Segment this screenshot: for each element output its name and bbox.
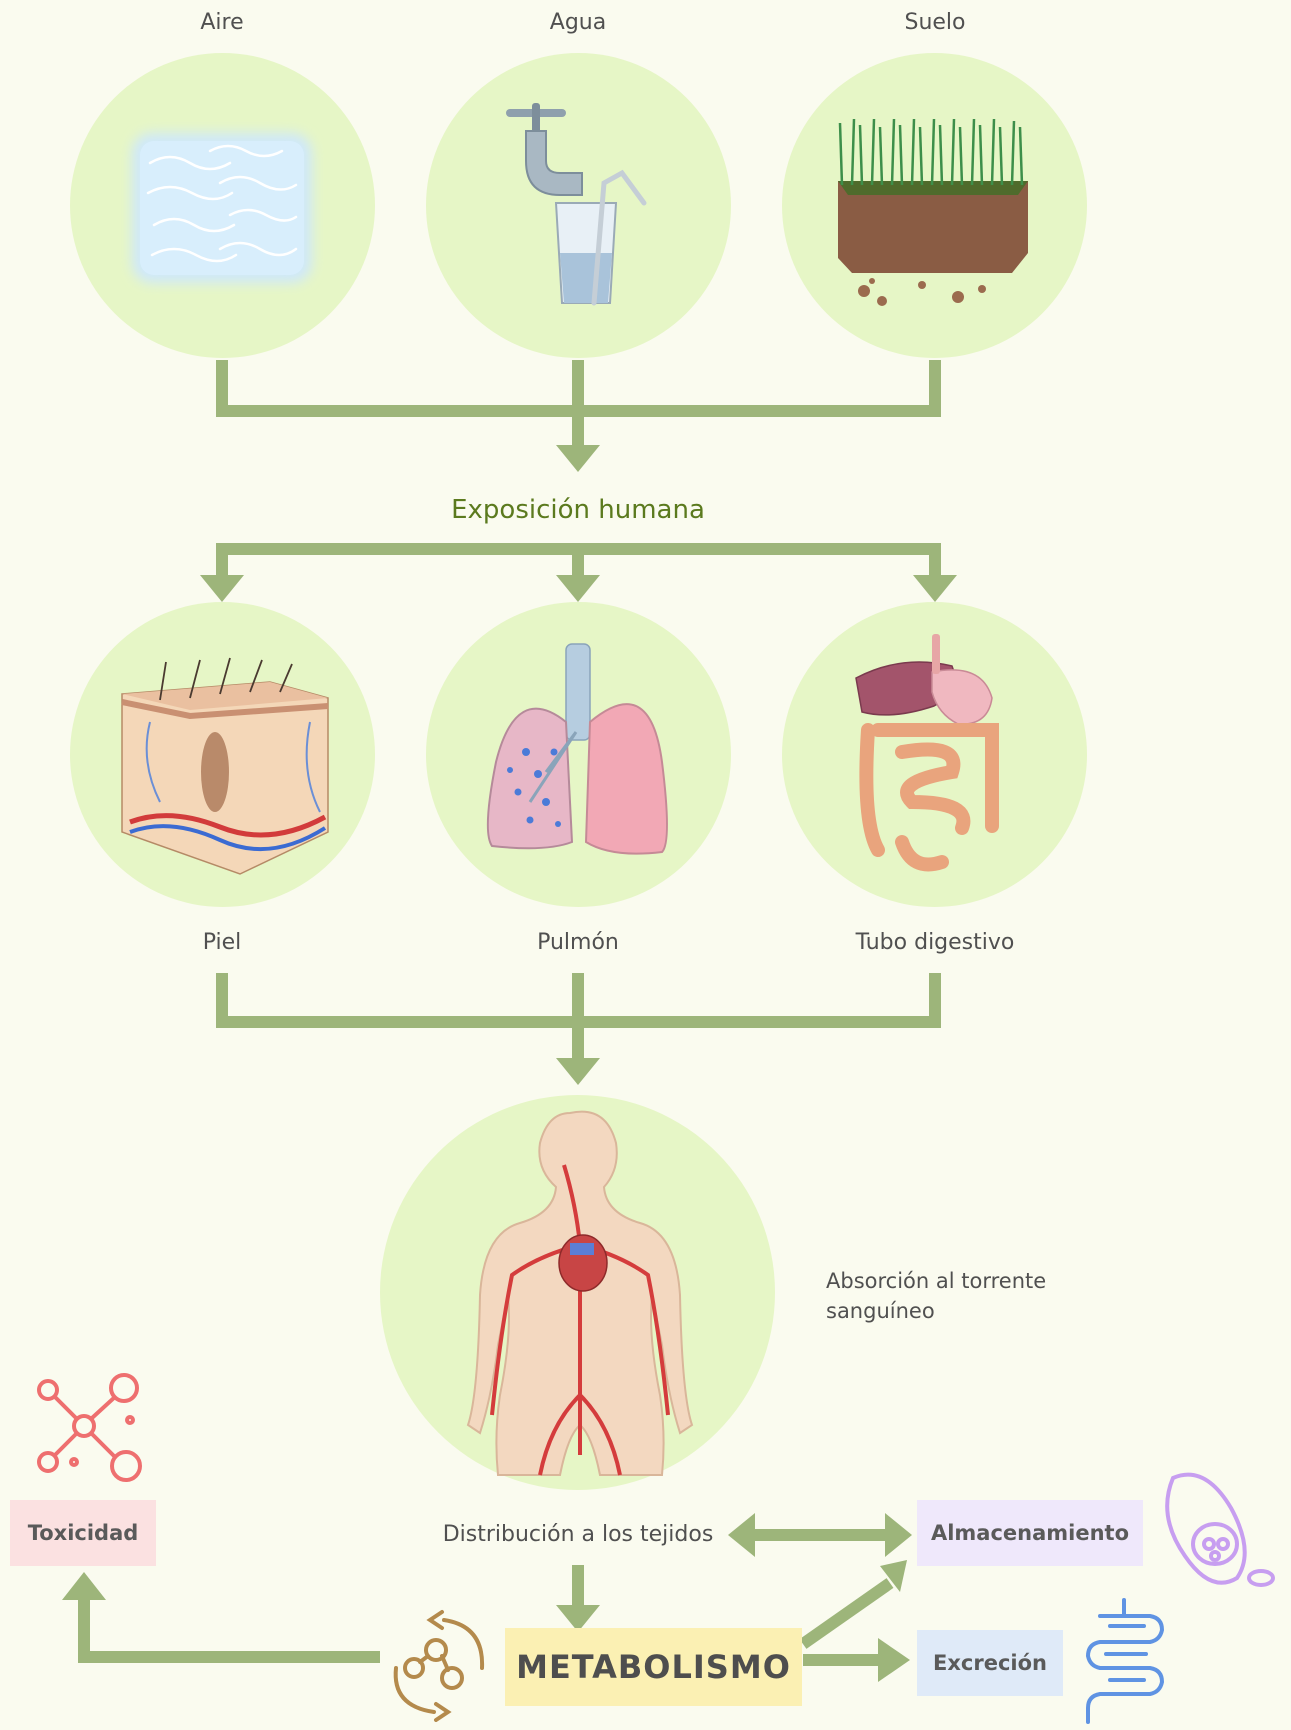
metabolism-to-toxicity-line xyxy=(84,1598,380,1657)
soil-circle xyxy=(782,53,1087,358)
route-label-lung: Pulmón xyxy=(508,930,648,955)
arrowhead-digestive xyxy=(913,575,957,602)
source-label-water: Agua xyxy=(528,10,628,35)
human-body-illustration xyxy=(380,1095,775,1490)
metabolism-to-storage-line xyxy=(803,1583,890,1644)
storage-cell-icon xyxy=(1145,1460,1285,1600)
arrowhead-exposure xyxy=(556,445,600,472)
distribution-label: Distribución a los tejidos xyxy=(428,1522,728,1547)
route-label-digestive: Tubo digestivo xyxy=(835,930,1035,955)
water-circle xyxy=(426,53,731,358)
soil-illustration xyxy=(782,53,1087,358)
arrowhead-storage-right xyxy=(885,1513,912,1557)
skin-circle xyxy=(70,602,375,907)
metabolism-box: METABOLISMO xyxy=(505,1628,802,1706)
lung-circle xyxy=(426,602,731,907)
arrowhead-toxicity xyxy=(62,1572,106,1600)
body-circle xyxy=(380,1095,775,1490)
digestive-circle xyxy=(782,602,1087,907)
metabolism-cycle-icon xyxy=(384,1602,494,1722)
arrowhead-excretion xyxy=(878,1638,910,1682)
toxicity-box: Toxicidad xyxy=(10,1500,156,1566)
source-label-soil: Suelo xyxy=(885,10,985,35)
skin-illustration xyxy=(70,602,375,907)
excretion-box: Excreción xyxy=(917,1630,1063,1696)
arrowhead-body xyxy=(556,1058,600,1085)
arrowhead-distribution-left xyxy=(728,1513,755,1557)
exposure-label: Exposición humana xyxy=(378,495,778,525)
air-illustration xyxy=(70,53,375,358)
absorption-label: Absorción al torrente sanguíneo xyxy=(826,1266,1066,1326)
route-label-skin: Piel xyxy=(172,930,272,955)
lung-illustration xyxy=(426,602,731,907)
arrowhead-lung xyxy=(556,575,600,602)
arrowhead-skin xyxy=(200,575,244,602)
air-circle xyxy=(70,53,375,358)
water-illustration xyxy=(426,53,731,358)
intestine-icon xyxy=(1070,1596,1180,1726)
storage-box: Almacenamiento xyxy=(917,1500,1143,1566)
digestive-illustration xyxy=(782,602,1087,907)
toxicity-icon xyxy=(30,1370,150,1490)
source-label-air: Aire xyxy=(172,10,272,35)
